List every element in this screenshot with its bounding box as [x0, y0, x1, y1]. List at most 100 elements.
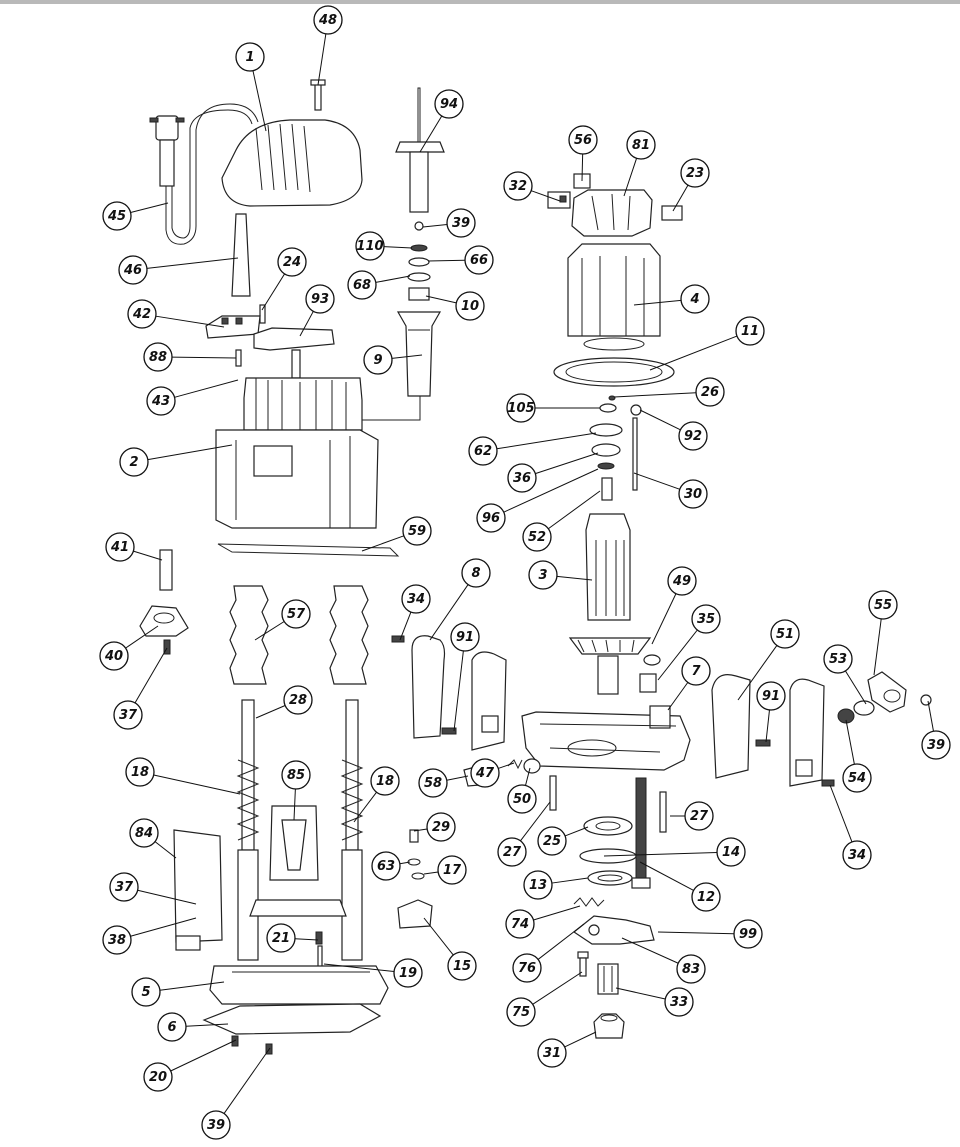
callout-18: 18: [370, 766, 400, 796]
leader-line-14: [603, 851, 718, 857]
part-nut-31: [593, 1013, 625, 1039]
part-spindle-94: [395, 87, 445, 301]
leader-line-23: [672, 184, 689, 212]
leader-line-99: [657, 931, 735, 935]
callout-circle: [678, 421, 708, 451]
callout-circle: [568, 125, 598, 155]
callout-85: 85: [281, 760, 311, 790]
leader-line-17: [423, 871, 439, 875]
callout-circle: [842, 840, 872, 870]
callout-label: 36: [513, 471, 531, 486]
callout-label: 19: [399, 966, 417, 981]
callout-label: 15: [453, 959, 471, 974]
leader-line-37: [137, 889, 197, 905]
callout-58: 58: [418, 768, 448, 798]
callout-51: 51: [770, 619, 800, 649]
leader-line-20: [170, 1039, 237, 1072]
leader-line-54: [845, 719, 855, 765]
leader-line-40: [125, 625, 159, 649]
callout-label: 91: [456, 630, 474, 645]
callout-34: 34: [401, 584, 431, 614]
part-bearing-stack: [589, 395, 642, 491]
callout-18: 18: [125, 757, 155, 787]
callout-label: 88: [149, 350, 167, 365]
callout-circle: [370, 766, 400, 796]
part-handle-right-51: [711, 674, 825, 787]
callout-40: 40: [99, 641, 129, 671]
callout-label: 49: [672, 574, 691, 589]
callout-45: 45: [102, 201, 132, 231]
callout-label: 45: [107, 209, 126, 224]
callout-label: 41: [110, 540, 129, 555]
callout-circle: [676, 954, 706, 984]
leader-line-31: [564, 1031, 597, 1048]
part-motor-housing: [215, 377, 379, 529]
callout-circle: [733, 919, 763, 949]
callout-label: 39: [452, 216, 470, 231]
callout-circle: [868, 590, 898, 620]
callout-label: 9: [373, 353, 382, 368]
callout-label: 46: [123, 263, 142, 278]
callout-circle: [313, 5, 343, 35]
callout-label: 68: [353, 278, 371, 293]
callout-label: 31: [543, 1046, 561, 1061]
part-gasket-59: [217, 543, 400, 557]
callout-label: 51: [776, 627, 794, 642]
callout-39: 39: [921, 730, 951, 760]
callout-label: 29: [432, 820, 450, 835]
callout-circle: [143, 342, 173, 372]
callout-label: 63: [377, 859, 395, 874]
callout-circle: [476, 503, 506, 533]
callout-41: 41: [105, 532, 135, 562]
leader-line-26: [613, 392, 697, 398]
leader-line-88: [171, 356, 237, 359]
callout-label: 10: [461, 299, 479, 314]
leader-line-25: [564, 826, 589, 837]
part-brush-23: [661, 205, 683, 221]
leader-line-9: [391, 354, 423, 359]
callout-circle: [756, 681, 786, 711]
callout-circle: [537, 826, 567, 856]
leader-line-66: [427, 259, 466, 262]
callout-label: 93: [311, 292, 329, 307]
part-bracket-93: [253, 327, 335, 379]
callout-label: 52: [528, 530, 546, 545]
callout-circle: [113, 700, 143, 730]
callout-label: 56: [574, 133, 592, 148]
leader-line-56: [581, 153, 584, 182]
callout-circle: [146, 386, 176, 416]
part-switch-42: [205, 315, 261, 339]
callout-circle: [418, 768, 448, 798]
part-threaded-rod-12: [631, 777, 651, 889]
callout-circle: [450, 622, 480, 652]
callout-28: 28: [283, 685, 313, 715]
callout-label: 57: [287, 607, 306, 622]
callout-label: 2: [129, 455, 138, 470]
callout-label: 50: [513, 792, 531, 807]
leader-line-21: [294, 938, 319, 941]
leader-line-41: [133, 550, 163, 561]
part-handle-left-8: [411, 635, 507, 751]
callout-label: 105: [507, 401, 534, 416]
callout-circle: [125, 757, 155, 787]
callout-50: 50: [507, 784, 537, 814]
callout-circle: [680, 284, 710, 314]
callout-circle: [402, 516, 432, 546]
callout-33: 33: [664, 987, 694, 1017]
callout-10: 10: [455, 291, 485, 321]
part-power-cord: [149, 103, 259, 245]
callout-label: 20: [149, 1070, 167, 1085]
callout-circle: [921, 730, 951, 760]
part-column-right: [340, 699, 364, 961]
leader-line-33: [615, 987, 666, 1000]
callout-23: 23: [680, 158, 710, 188]
callout-11: 11: [735, 316, 765, 346]
part-screw-21: [315, 931, 323, 969]
callout-circle: [667, 566, 697, 596]
assembly-line-9: [362, 396, 421, 421]
callout-92: 92: [678, 421, 708, 451]
callout-circle: [266, 923, 296, 953]
callout-circle: [505, 909, 535, 939]
leader-line-91: [453, 650, 464, 732]
callout-label: 92: [684, 429, 702, 444]
